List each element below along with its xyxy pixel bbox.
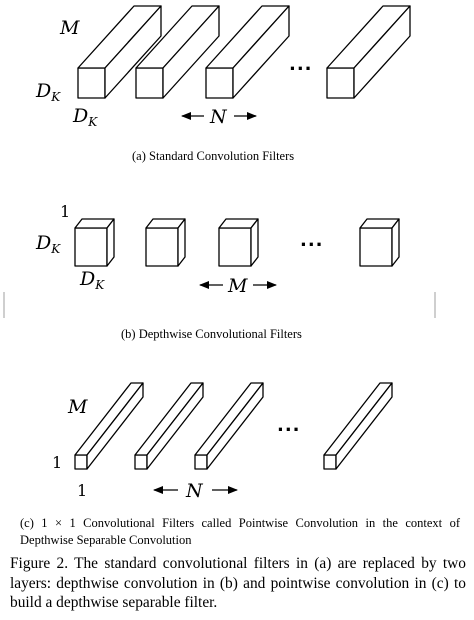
standard-filter-2 [135,5,220,99]
ellipsis-b: ... [300,230,324,251]
label-dk-bottom-b: DK [79,268,105,292]
pointwise-filter-1 [74,382,144,470]
standard-filter-1 [77,5,162,99]
right-edge-mark [434,292,436,318]
figure-caption: Figure 2. The standard convolutional fil… [10,555,466,611]
pointwise-filter-3 [194,382,264,470]
label-one-bottom-c: 1 [77,481,87,500]
depthwise-filter-3 [218,218,259,267]
label-m-c: M [67,396,88,418]
label-m-a: M [59,17,80,39]
depthwise-filter-m [359,218,400,267]
pointwise-filter-n [323,382,393,470]
label-one-b: 1 [60,202,70,221]
panel-c [74,382,393,494]
caption-a: (a) Standard Convolution Filters [132,149,295,163]
label-m-b: M [227,275,248,297]
caption-c: (c) 1 × 1 Convolutional Filters called P… [20,516,460,547]
depthwise-filter-1 [74,218,115,267]
depthwise-filter-2 [145,218,186,267]
standard-filter-n [326,5,411,99]
pointwise-filter-2 [134,382,204,470]
label-dk-side-a: DK [35,80,61,104]
label-dk-bottom-a: DK [72,105,98,129]
label-n-a: N [209,106,228,128]
label-dk-side-b: DK [35,232,61,256]
left-edge-mark [3,292,5,318]
ellipsis-a: ... [289,54,313,75]
caption-b: (b) Depthwise Convolutional Filters [121,327,302,341]
panel-b [74,218,400,289]
panel-a [77,5,411,120]
label-n-c: N [185,480,204,502]
standard-filter-3 [205,5,290,99]
label-one-side-c: 1 [52,453,62,472]
ellipsis-c: ... [277,415,301,436]
